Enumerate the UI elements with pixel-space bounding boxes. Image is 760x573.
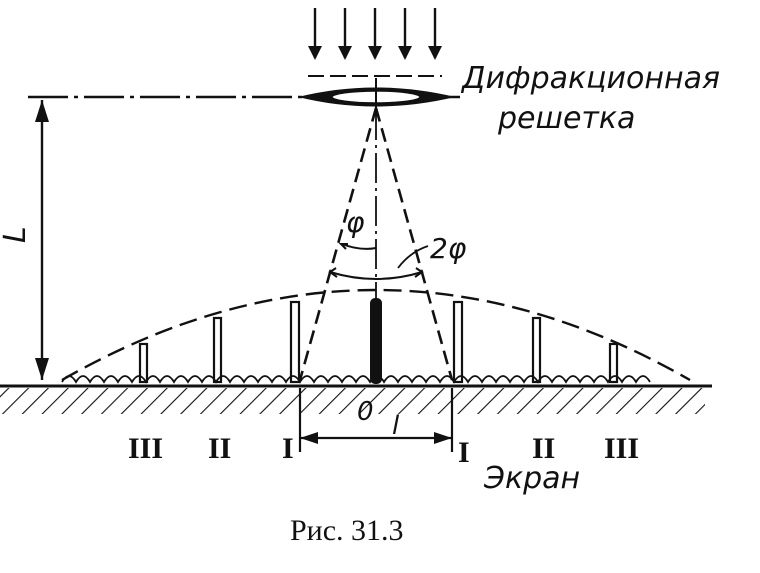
distance-L-label: L [0, 226, 33, 243]
spacing-l-label: l [392, 411, 400, 441]
secondary-maxima-ripples [61, 375, 651, 384]
order-II-right-label: II [532, 432, 555, 465]
order-III-right-label: III [604, 432, 639, 465]
order-I-left-label: I [282, 432, 294, 465]
principal-maxima [138, 300, 619, 384]
angle-2phi-leader [397, 245, 429, 269]
angle-2phi-arc [329, 271, 423, 280]
distance-L-arrow [35, 100, 49, 380]
angle-phi-label: φ [346, 206, 365, 239]
angle-phi-arc [341, 243, 377, 250]
order-II-left-label: II [208, 432, 231, 465]
central-maximum [370, 298, 382, 384]
grating-label-line2: решетка [497, 101, 635, 136]
grating-label-line1: Дифракционная [460, 61, 720, 96]
angle-2phi-label: 2φ [430, 232, 467, 265]
order-I-right-label: I [458, 436, 470, 469]
spacing-l-dimension [298, 388, 454, 452]
center-zero-label: 0 [357, 397, 374, 427]
figure-caption: Рис. 31.3 [290, 514, 404, 547]
incident-light-arrows [308, 8, 442, 60]
screen-label: Экран [483, 461, 580, 496]
intensity-envelope [61, 288, 691, 382]
order-III-left-label: III [128, 432, 163, 465]
screen-hatching [0, 388, 705, 414]
diffraction-cone [298, 107, 454, 381]
